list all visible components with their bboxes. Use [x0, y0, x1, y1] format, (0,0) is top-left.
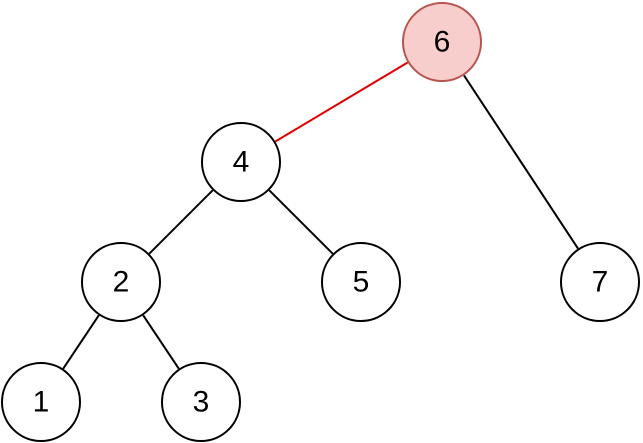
- tree-node-3: 3: [161, 362, 241, 442]
- node-circle: [402, 2, 482, 82]
- tree-node-5: 5: [321, 242, 401, 322]
- node-circle: [201, 122, 281, 202]
- tree-node-1: 1: [1, 362, 81, 442]
- edge-n6-n7: [463, 74, 579, 250]
- node-circle: [161, 362, 241, 442]
- node-circle: [560, 242, 640, 322]
- edge-n2-n1: [62, 314, 100, 370]
- edge-n4-n2: [148, 189, 214, 255]
- node-circle: [321, 242, 401, 322]
- edge-n2-n3: [142, 314, 180, 370]
- node-label: 4: [233, 146, 250, 179]
- node-circle: [81, 242, 161, 322]
- node-label: 6: [434, 26, 451, 59]
- node-label: 1: [33, 386, 50, 419]
- edge-n4-n5: [268, 189, 334, 255]
- node-circle: [1, 362, 81, 442]
- node-label: 3: [193, 386, 210, 419]
- tree-node-2: 2: [81, 242, 161, 322]
- tree-node-6: 6: [402, 2, 482, 82]
- node-label: 2: [113, 266, 130, 299]
- tree-node-7: 7: [560, 242, 640, 322]
- edges-layer: [62, 61, 579, 370]
- tree-node-4: 4: [201, 122, 281, 202]
- node-label: 7: [592, 266, 609, 299]
- node-label: 5: [353, 266, 370, 299]
- edge-n6-n4: [274, 61, 409, 143]
